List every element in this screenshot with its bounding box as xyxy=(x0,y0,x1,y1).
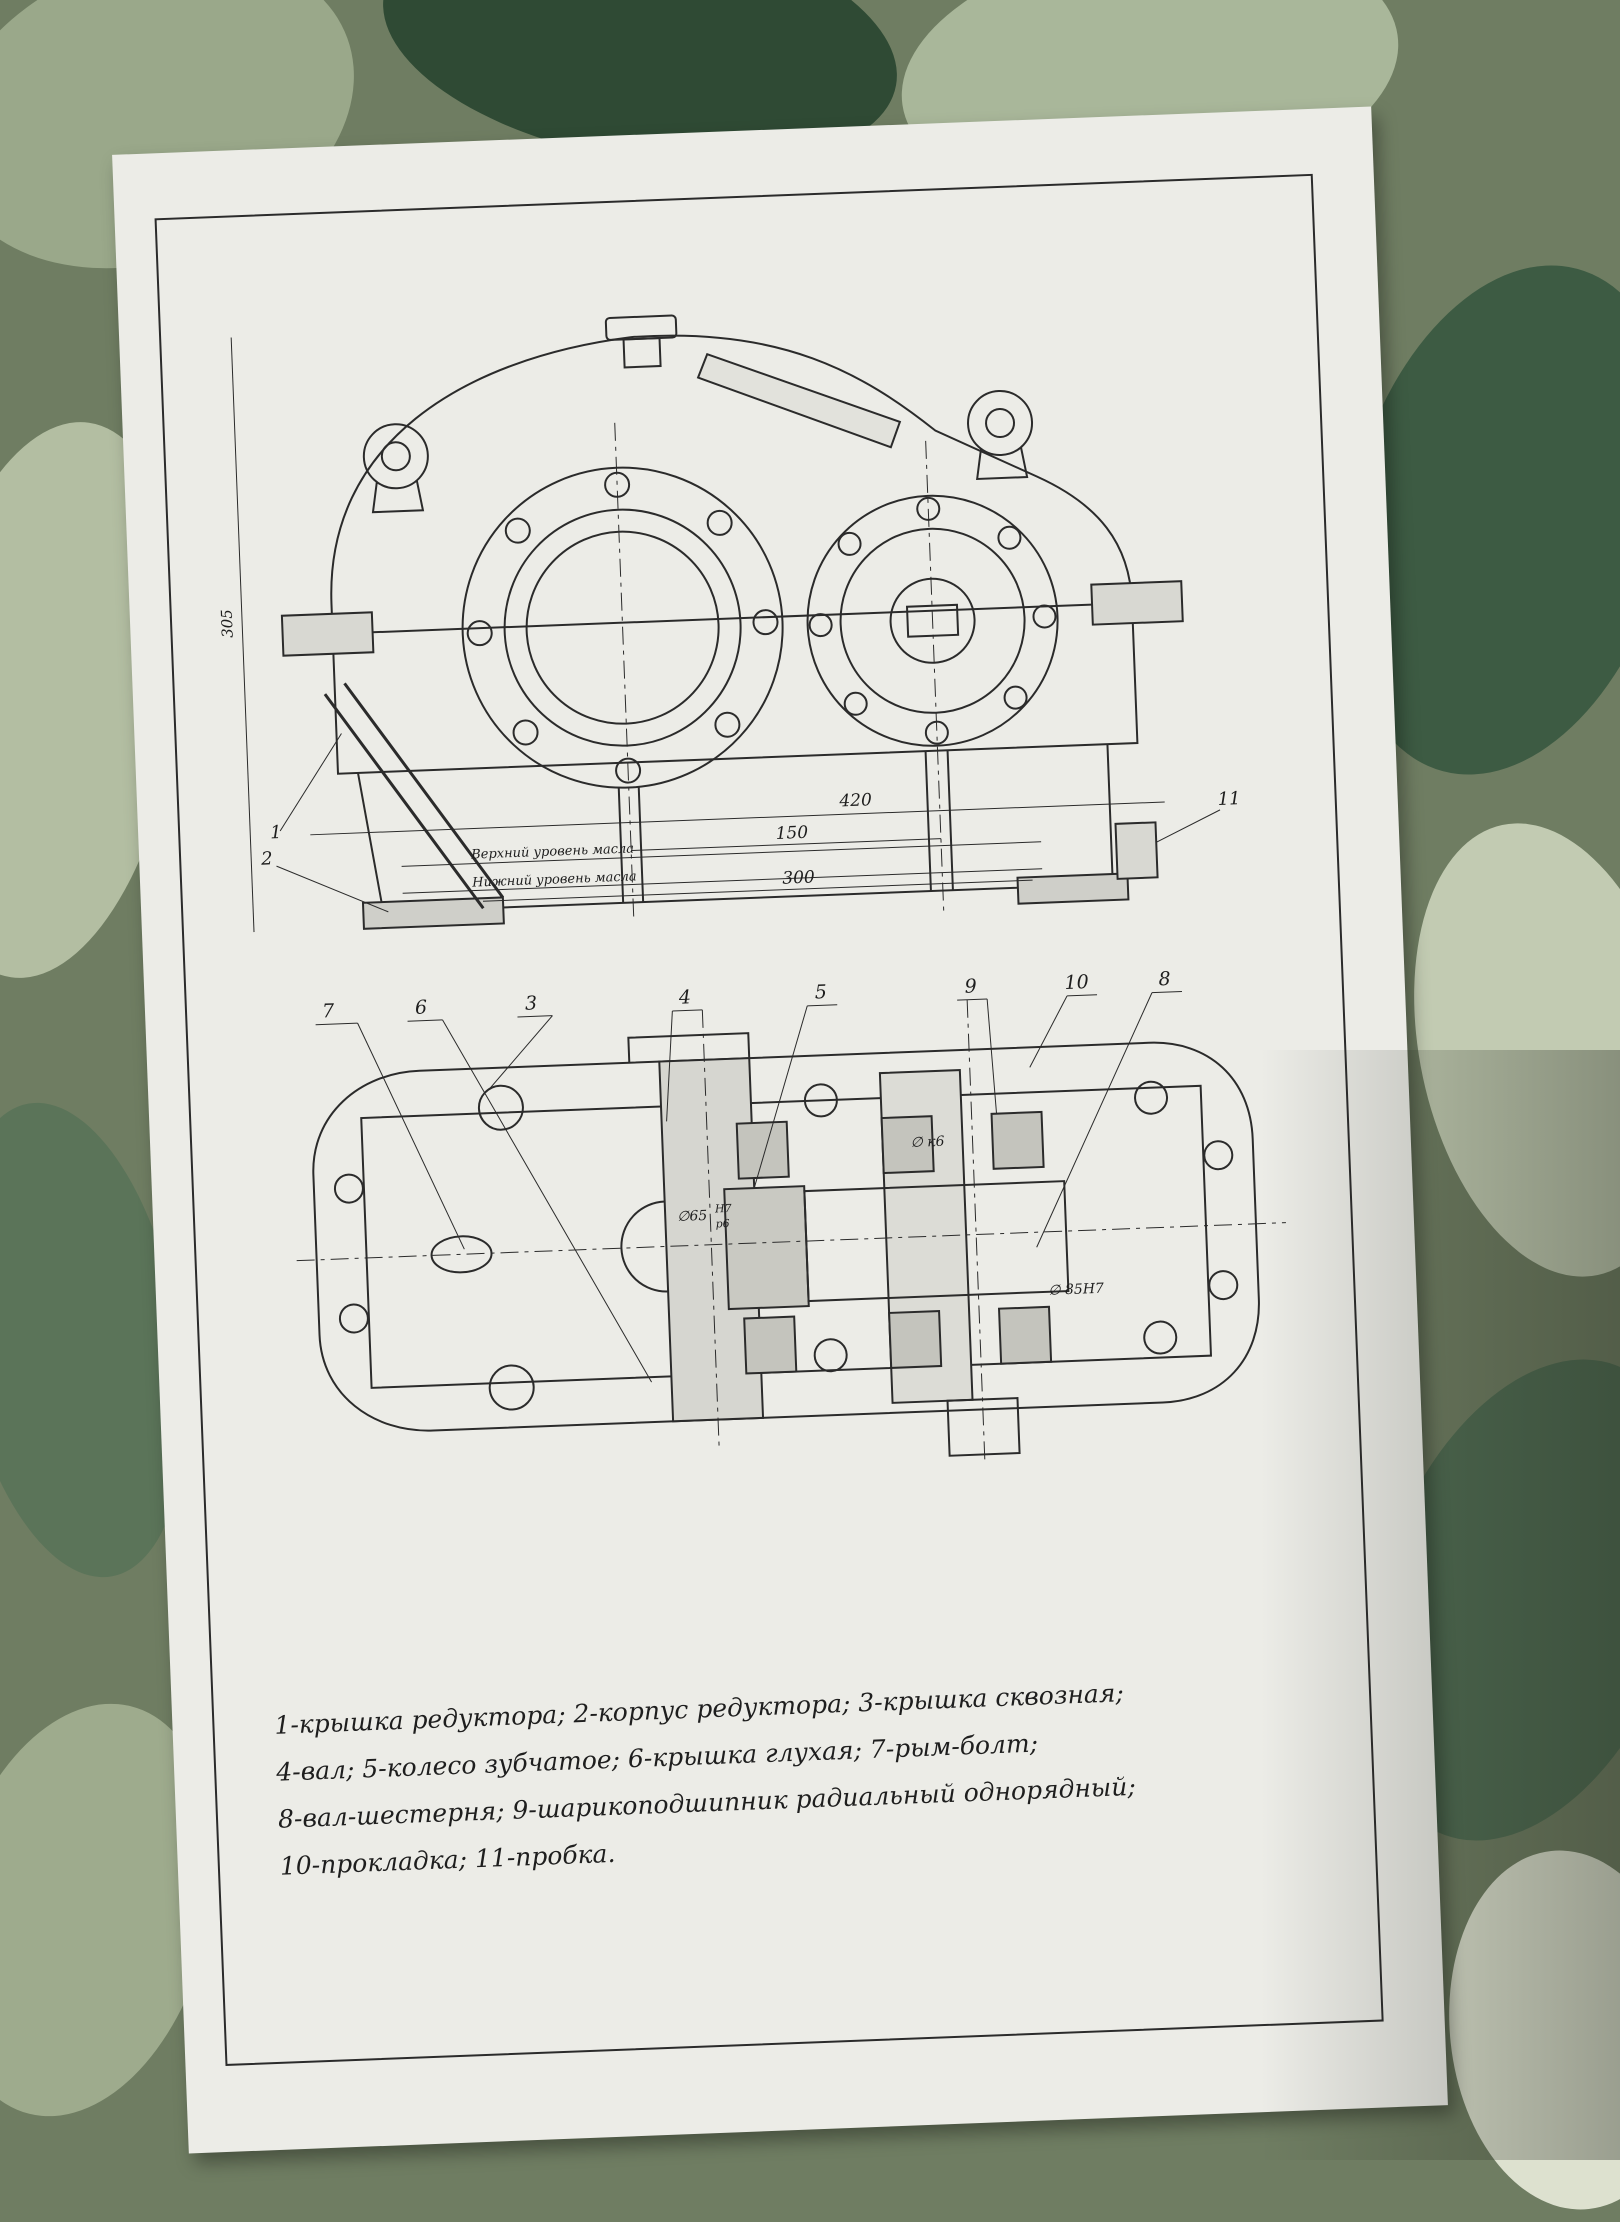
rib-right xyxy=(924,750,954,892)
centerline xyxy=(614,422,635,923)
leader-2 xyxy=(276,865,389,913)
paper-sheet: Верхний уровень масла Нижний уровень мас… xyxy=(112,106,1448,2154)
pinion-teeth xyxy=(803,1180,1070,1303)
fit-h7: H7 xyxy=(714,1202,732,1216)
plan-callouts xyxy=(315,990,1182,1383)
centerline xyxy=(925,440,945,911)
eye-bolt-plan xyxy=(430,1235,493,1274)
dim-300: 300 xyxy=(782,867,815,888)
plan-view: ∅65 H7 p6 ∅ к6 ∅ 85H7 7 6 3 xyxy=(296,968,1286,1465)
bearing-cap-large xyxy=(461,466,784,789)
dim-line-150 xyxy=(631,838,941,852)
housing-plan-outline xyxy=(312,1041,1260,1432)
bearing-lower-left xyxy=(743,1315,798,1375)
callout-6: 6 xyxy=(415,996,428,1018)
drawing-frame: Верхний уровень масла Нижний уровень мас… xyxy=(154,173,1384,2066)
bolt-hole xyxy=(1208,1270,1239,1301)
bearing-lower-right-2 xyxy=(997,1305,1053,1365)
base-foot-right xyxy=(1016,872,1130,905)
callout-9: 9 xyxy=(964,975,977,997)
base-foot-left xyxy=(361,896,505,930)
dim-305: 305 xyxy=(218,609,237,638)
dim-line-305 xyxy=(230,337,255,933)
bolt-hole xyxy=(333,1173,364,1204)
bolt-hole xyxy=(477,1084,524,1131)
callout-5: 5 xyxy=(814,981,827,1003)
bearing-upper-left xyxy=(735,1120,790,1180)
lower-oil-level-label: Нижний уровень масла xyxy=(471,869,637,890)
lifting-eye-left xyxy=(362,423,429,514)
bearing-upper-right xyxy=(880,1115,935,1175)
cover-outline xyxy=(330,334,1139,775)
inspection-lid xyxy=(696,352,902,449)
through-cover xyxy=(627,1032,751,1063)
shadow-overlay xyxy=(1260,1050,1620,2160)
lower-oil-level-line xyxy=(402,868,1043,894)
callout-8: 8 xyxy=(1158,968,1171,990)
bolt-hole xyxy=(1134,1080,1169,1115)
bolt-hole xyxy=(338,1303,369,1334)
bearing-lower-right xyxy=(888,1309,943,1369)
bolt-hole xyxy=(813,1338,848,1373)
fit-bore-65: ∅65 xyxy=(677,1208,708,1225)
bolt-hole xyxy=(1203,1140,1234,1171)
fit-k6: ∅ к6 xyxy=(910,1134,945,1151)
bolt-hole xyxy=(488,1364,535,1411)
callout-10: 10 xyxy=(1064,971,1089,994)
centerline xyxy=(701,1009,720,1450)
drain-plug xyxy=(1114,821,1159,880)
fit-p6: p6 xyxy=(715,1217,730,1231)
centerline xyxy=(296,1222,1286,1262)
parts-legend: 1-крышка редуктора; 2-корпус редуктора; … xyxy=(274,1661,1340,1890)
reducer-assembly-drawing: Верхний уровень масла Нижний уровень мас… xyxy=(218,314,1286,1465)
inspection-window xyxy=(620,1200,669,1293)
leader-11 xyxy=(1156,809,1221,843)
bearing-upper-right-2 xyxy=(990,1110,1045,1170)
lifting-eye-right xyxy=(967,390,1034,480)
callout-2: 2 xyxy=(260,848,273,869)
leader-1 xyxy=(279,733,342,832)
housing-base xyxy=(356,744,1114,914)
dim-line-300 xyxy=(482,879,1033,902)
split-flange xyxy=(292,600,1183,637)
bolt-hole xyxy=(803,1083,838,1118)
dim-150: 150 xyxy=(775,823,808,844)
oil-dipstick xyxy=(323,682,505,910)
side-view: Верхний уровень масла Нижний уровень мас… xyxy=(218,314,1241,933)
upper-oil-level-label: Верхний уровень масла xyxy=(470,841,634,862)
centerline xyxy=(966,999,986,1465)
dim-line-420 xyxy=(310,801,1165,836)
callout-3: 3 xyxy=(525,992,538,1014)
callout-11: 11 xyxy=(1217,788,1241,810)
callout-7: 7 xyxy=(322,1000,336,1022)
callout-4: 4 xyxy=(677,986,691,1008)
rib-left xyxy=(617,787,645,903)
gear-wheel xyxy=(723,1185,810,1311)
upper-oil-level-line xyxy=(401,841,1042,867)
dim-420: 420 xyxy=(838,790,872,811)
fit-85h7: ∅ 85H7 xyxy=(1048,1281,1104,1299)
callout-1: 1 xyxy=(270,822,282,843)
flange-left xyxy=(280,611,375,657)
breather-stem xyxy=(622,337,662,369)
flange-right xyxy=(1090,580,1184,626)
bolt-hole xyxy=(1143,1320,1178,1355)
output-shaft-end xyxy=(946,1397,1021,1457)
